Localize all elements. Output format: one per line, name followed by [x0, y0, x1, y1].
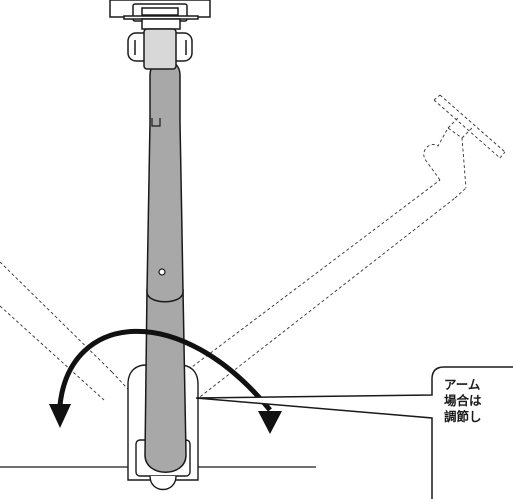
- vesa-mount: [109, 0, 211, 70]
- rotation-arc: [57, 328, 272, 412]
- pivot-hole: [158, 268, 166, 276]
- callout-balloon: [195, 366, 513, 499]
- callout-line-2: 場合は: [444, 393, 482, 408]
- callout-line-1: アーム: [444, 377, 481, 392]
- callout-text: アーム 場合は 調節し: [444, 377, 482, 425]
- arrow-right-icon: [258, 411, 282, 434]
- arrow-left-icon: [49, 404, 71, 428]
- ghost-arm-left: [0, 261, 139, 401]
- lower-arm: [144, 289, 187, 473]
- callout-line-3: 調節し: [444, 409, 482, 424]
- ghost-arm-right: [183, 94, 506, 401]
- upper-arm: [146, 59, 184, 303]
- upper-arm-notch: [151, 118, 161, 127]
